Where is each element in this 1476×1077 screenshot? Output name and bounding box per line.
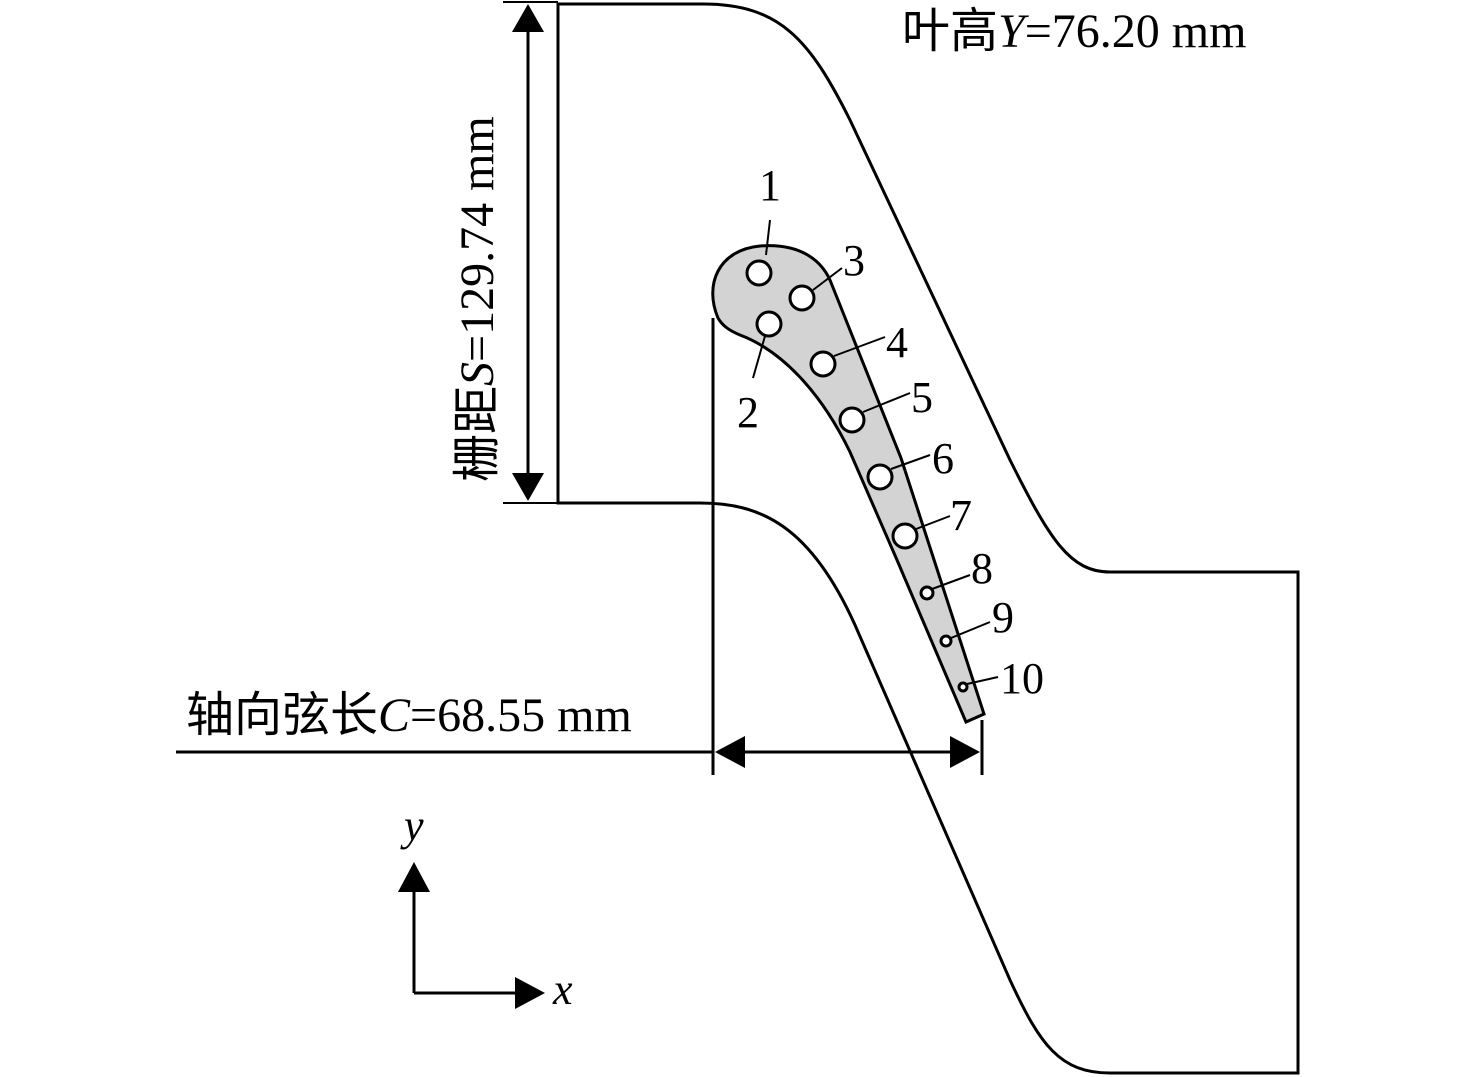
holes [745, 259, 969, 693]
x-axis-label: x [552, 965, 573, 1014]
hole-label-6: 6 [932, 434, 954, 483]
hole-label-10: 10 [1000, 654, 1044, 703]
hole-labels: 1 2 3 4 5 6 7 8 9 10 [737, 161, 1044, 703]
hole-1 [745, 259, 773, 287]
blade-profile [711, 244, 986, 724]
coordinate-axes: y x [398, 801, 573, 1014]
pitch-label: 栅距S=129.74 mm [451, 116, 504, 482]
hole-7 [891, 522, 919, 550]
chord-arrow-right [950, 736, 980, 768]
x-axis-arrow [515, 977, 545, 1009]
axial-chord-label: 轴向弦长C=68.55 mm [186, 689, 632, 742]
hole-9 [939, 634, 953, 648]
hole-label-8: 8 [971, 544, 993, 593]
hole-label-4: 4 [886, 318, 908, 367]
leader-lines [752, 219, 999, 685]
hole-label-9: 9 [992, 593, 1014, 642]
hole-10 [957, 681, 969, 693]
hole-label-3: 3 [843, 236, 865, 285]
y-axis-label: y [400, 801, 424, 850]
hole-label-1: 1 [759, 161, 781, 210]
hole-8 [919, 585, 935, 601]
y-axis-arrow [398, 862, 430, 892]
pitch-dimension [503, 1, 558, 504]
hole-6 [866, 463, 894, 491]
hole-2 [755, 310, 783, 338]
pitch-arrow-bottom [512, 473, 544, 501]
chord-dimension [176, 318, 984, 775]
hole-3 [788, 284, 816, 312]
hole-label-7: 7 [950, 491, 972, 540]
hole-4 [809, 350, 837, 378]
blade-height-label: 叶高Y=76.20 mm [902, 5, 1246, 58]
domain-outline [556, 2, 1300, 1075]
hole-label-5: 5 [911, 373, 933, 422]
hole-label-2: 2 [737, 388, 759, 437]
hole-5 [838, 406, 866, 434]
pitch-arrow-top [512, 4, 544, 32]
chord-arrow-left [715, 736, 745, 768]
